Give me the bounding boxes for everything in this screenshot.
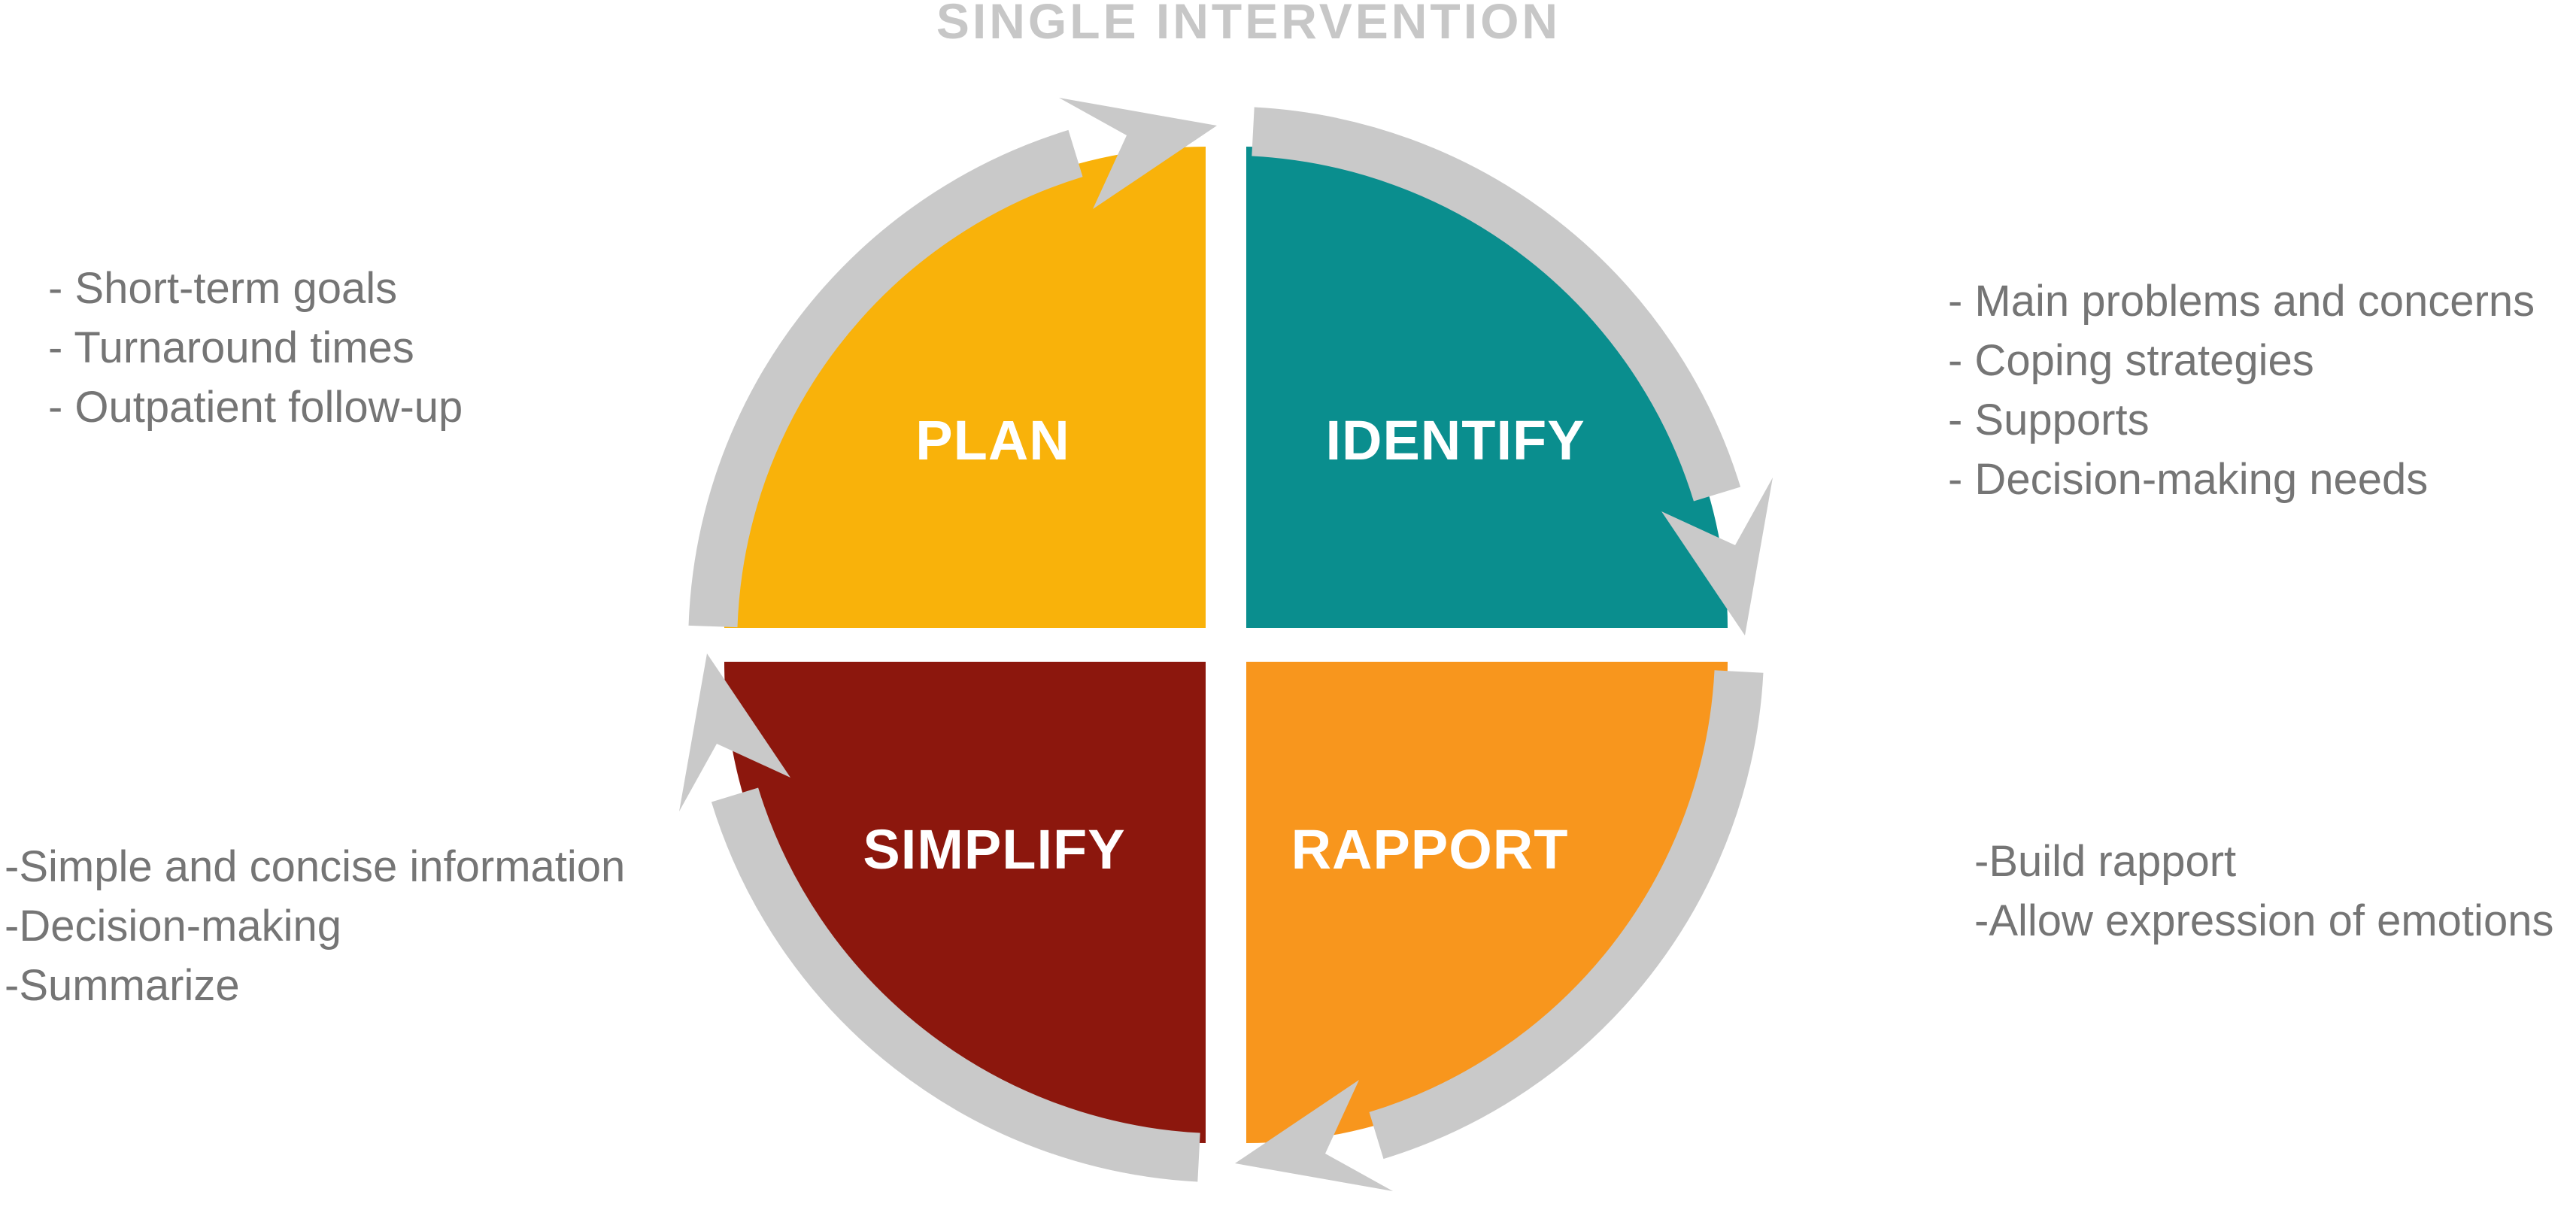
annotation-identify: - Main problems and concerns - Coping st… xyxy=(1948,271,2535,509)
annotation-item: - Short-term goals xyxy=(48,264,398,313)
quadrant-identify-label: IDENTIFY xyxy=(1325,409,1585,472)
annotation-item: - Supports xyxy=(1948,396,2150,444)
arrowhead-bottom-icon xyxy=(1235,1080,1393,1191)
arrowhead-left-icon xyxy=(679,653,790,811)
annotation-item: -Decision-making xyxy=(5,902,342,951)
annotation-item: -Simple and concise information xyxy=(5,842,626,891)
arrowhead-top-icon xyxy=(1059,98,1217,209)
annotation-plan: - Short-term goals - Turnaround times - … xyxy=(48,259,463,437)
quadrant-identify-wedge xyxy=(1246,147,1728,628)
ring-arc-simplify xyxy=(711,787,1200,1182)
quadrant-rapport-label: RAPPORT xyxy=(1291,818,1569,881)
annotation-item: - Coping strategies xyxy=(1948,336,2314,385)
annotation-item: -Summarize xyxy=(5,961,240,1010)
ring-arc-plan xyxy=(688,129,1083,628)
ring-arc-identify xyxy=(1252,107,1741,502)
annotation-rapport: -Build rapport -Allow expression of emot… xyxy=(1974,832,2553,951)
annotation-item: - Outpatient follow-up xyxy=(48,383,463,432)
ring-arc-rapport xyxy=(1369,670,1764,1160)
arrowhead-right-icon xyxy=(1661,478,1773,635)
quadrant-plan-label: PLAN xyxy=(915,409,1070,472)
annotation-item: - Main problems and concerns xyxy=(1948,277,2535,326)
annotation-item: - Decision-making needs xyxy=(1948,455,2429,504)
quadrant-simplify-wedge xyxy=(724,662,1206,1143)
quadrant-rapport-wedge xyxy=(1246,662,1728,1143)
annotation-item: -Allow expression of emotions xyxy=(1974,896,2554,945)
diagram-title: SINGLE INTERVENTION xyxy=(936,0,1561,49)
annotation-item: - Turnaround times xyxy=(48,323,414,372)
annotation-simplify: -Simple and concise information -Decisio… xyxy=(5,837,625,1015)
quadrant-simplify-label: SIMPLIFY xyxy=(863,818,1125,881)
quadrant-plan-wedge xyxy=(724,147,1206,628)
annotation-item: -Build rapport xyxy=(1974,837,2237,886)
